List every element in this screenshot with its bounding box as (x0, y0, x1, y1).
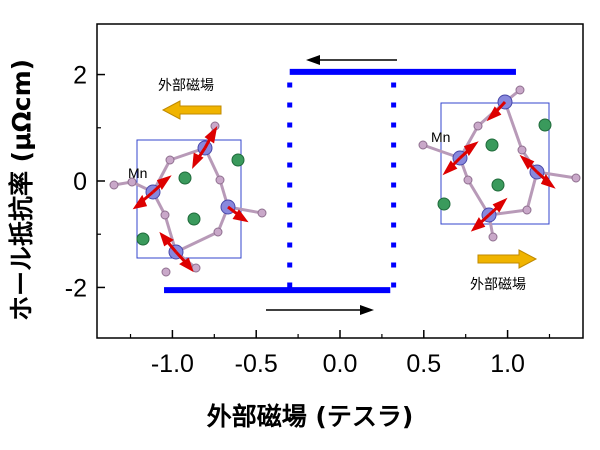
left-field-arrow-icon (161, 100, 222, 120)
y-tick-label: -2 (65, 274, 87, 302)
right-spin-arrows (442, 100, 556, 232)
left-unit-cell (136, 139, 242, 259)
right-field-arrow-icon (477, 249, 538, 269)
sweep-arrow-bottom (266, 305, 374, 315)
right-crystal-inset: Mn 外部磁場 (418, 85, 581, 293)
left-field-label: 外部磁場 (158, 78, 214, 94)
left-green-atoms (136, 153, 245, 246)
left-mn-atoms (145, 140, 236, 260)
x-tick-label: -1.0 (151, 350, 194, 378)
x-tick-label: 1.0 (490, 350, 525, 378)
sweep-arrow-top (306, 55, 397, 65)
left-spin-arrows (132, 126, 249, 273)
y-tick-label: 2 (73, 62, 87, 90)
axis-ticks (97, 73, 551, 338)
x-axis-title: 外部磁場 (テスラ) (207, 402, 414, 431)
tick-labels: -1.0 -0.5 0.0 0.5 1.0 -2 0 2 (65, 62, 525, 378)
left-mn-label: Mn (128, 165, 147, 181)
right-mn-label: Mn (431, 129, 450, 145)
data-series (164, 68, 516, 294)
x-tick-label: 0.0 (323, 350, 358, 378)
left-crystal-inset: 外部磁場 (109, 78, 267, 277)
x-tick-label: 0.5 (406, 350, 441, 378)
right-green-atoms (437, 118, 552, 211)
y-axis-title: ホール抵抗率 (μΩcm) (7, 59, 36, 321)
right-unit-cell (440, 102, 550, 225)
right-field-label: 外部磁場 (470, 277, 526, 293)
y-tick-label: 0 (73, 168, 87, 196)
x-tick-label: -0.5 (235, 350, 278, 378)
